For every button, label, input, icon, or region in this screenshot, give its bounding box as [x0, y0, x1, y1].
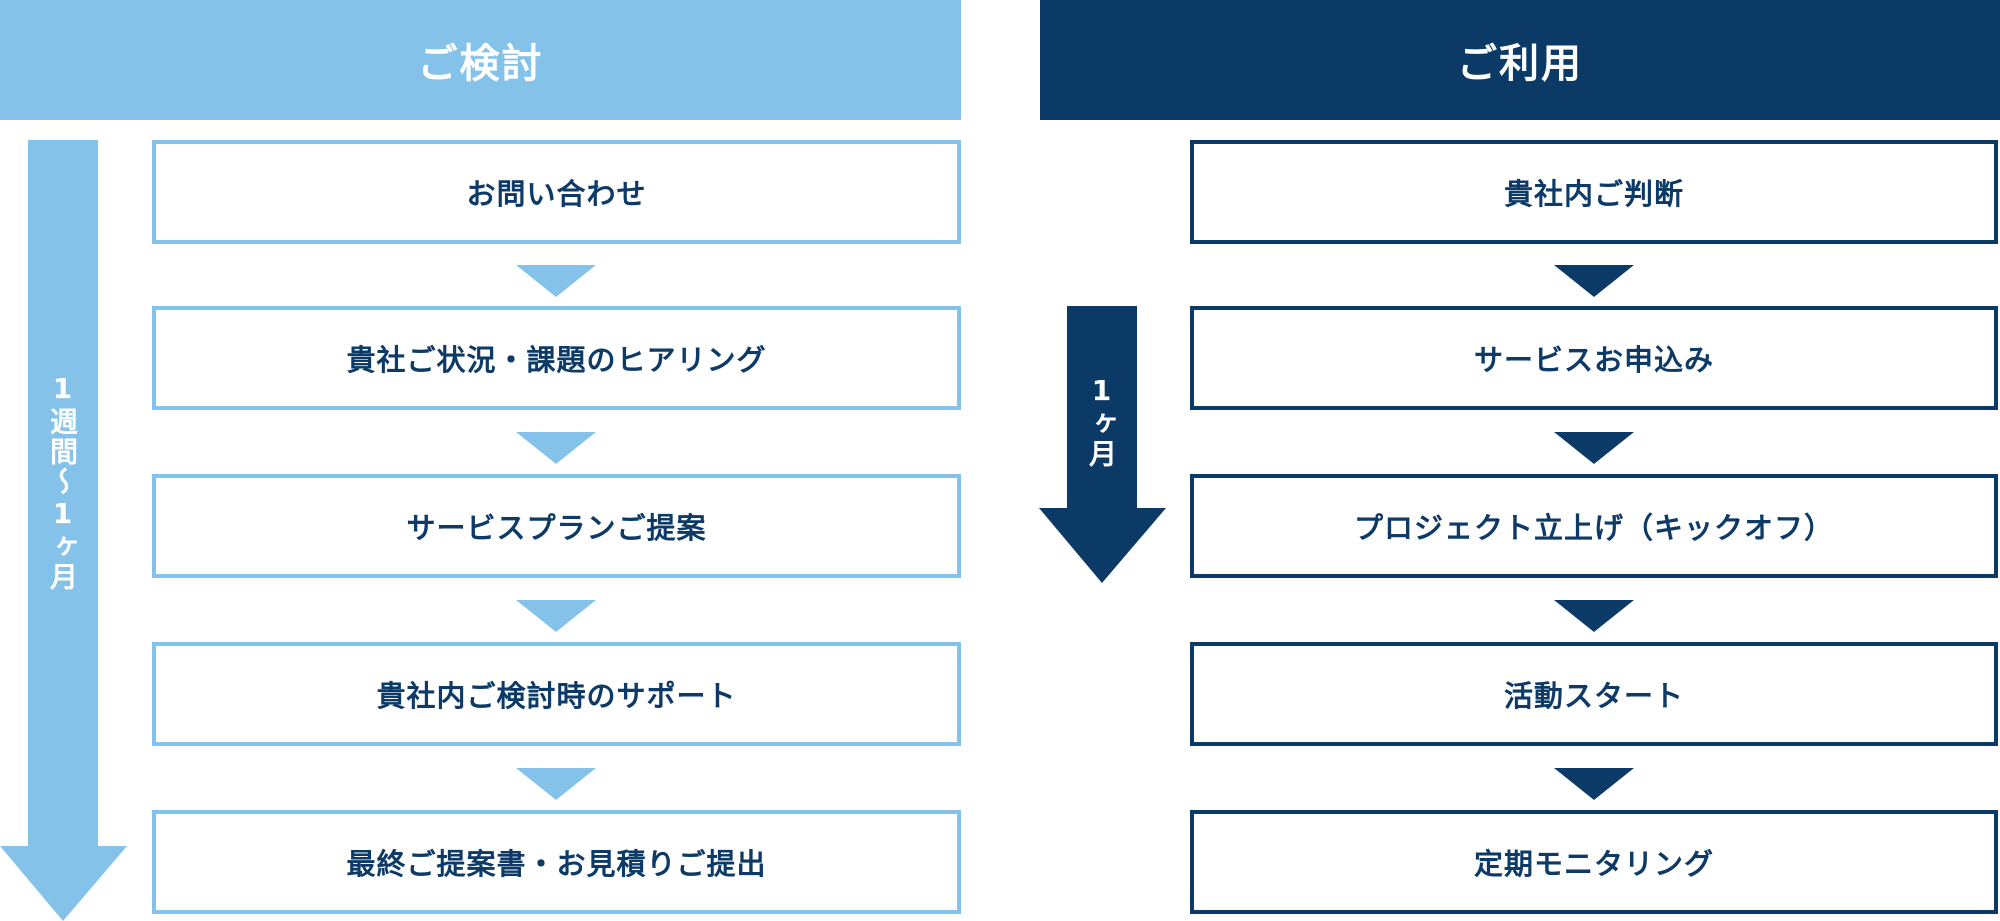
consideration-step-final-proposal: 最終ご提案書・お見積りご提出: [152, 810, 961, 914]
usage-header: ご利用: [1040, 0, 2000, 120]
usage-step-monitoring: 定期モニタリング: [1190, 810, 1998, 914]
consideration-header: ご検討: [0, 0, 961, 120]
usage-chevron-2: [1554, 432, 1634, 464]
consideration-duration-arrow: 1週間〜1ヶ月: [0, 140, 127, 921]
consideration-step-inquiry: お問い合わせ: [152, 140, 961, 244]
usage-step-decision: 貴社内ご判断: [1190, 140, 1998, 244]
step-label: 貴社内ご判断: [1503, 177, 1684, 211]
step-label: サービスお申込み: [1473, 343, 1714, 377]
usage-step-activity-start: 活動スタート: [1190, 642, 1998, 746]
step-label: 最終ご提案書・お見積りご提出: [346, 847, 767, 881]
consideration-chevron-1: [516, 265, 596, 297]
usage-duration-label: 1ヶ月: [1085, 374, 1118, 469]
usage-title: ご利用: [1457, 41, 1583, 87]
step-label: 貴社内ご検討時のサポート: [376, 679, 737, 713]
consideration-step-proposal: サービスプランご提案: [152, 474, 961, 578]
usage-duration-shaft: [1067, 306, 1137, 510]
usage-chevron-4: [1554, 768, 1634, 800]
step-label: お問い合わせ: [466, 177, 647, 211]
usage-duration-head: [1039, 508, 1166, 583]
consideration-step-support: 貴社内ご検討時のサポート: [152, 642, 961, 746]
consideration-duration-label: 1週間〜1ヶ月: [46, 372, 79, 592]
consideration-chevron-3: [516, 600, 596, 632]
step-label: 貴社ご状況・課題のヒアリング: [346, 343, 767, 377]
usage-duration-arrow: 1ヶ月: [1039, 306, 1166, 583]
usage-chevron-1: [1554, 265, 1634, 297]
usage-step-application: サービスお申込み: [1190, 306, 1998, 410]
usage-chevron-3: [1554, 600, 1634, 632]
consideration-chevron-2: [516, 432, 596, 464]
consideration-step-hearing: 貴社ご状況・課題のヒアリング: [152, 306, 961, 410]
step-label: 定期モニタリング: [1473, 847, 1714, 881]
step-label: サービスプランご提案: [406, 511, 707, 545]
consideration-chevron-4: [516, 768, 596, 800]
consideration-title: ご検討: [417, 41, 544, 87]
step-label: プロジェクト立上げ（キックオフ）: [1353, 511, 1834, 545]
usage-step-kickoff: プロジェクト立上げ（キックオフ）: [1190, 474, 1998, 578]
consideration-duration-head: [0, 846, 127, 921]
step-label: 活動スタート: [1503, 679, 1684, 713]
consideration-duration-shaft: [28, 140, 98, 848]
